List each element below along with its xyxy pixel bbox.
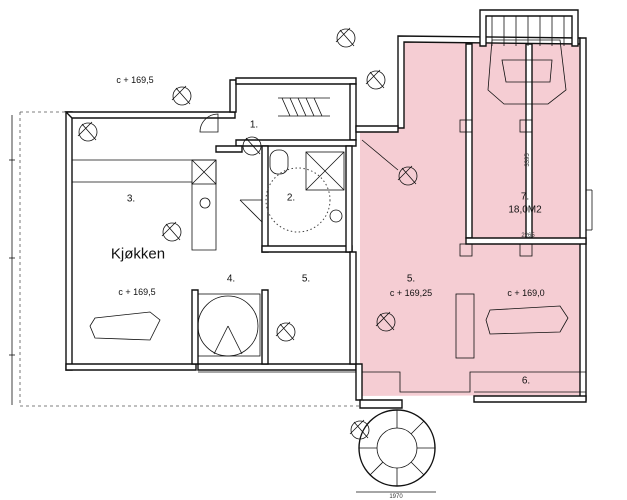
door-swing [239, 199, 263, 223]
dimension-bottom: 1970 [389, 494, 403, 500]
balcony-railing [479, 9, 579, 47]
shower-area [305, 151, 345, 191]
room-number-5-left: 5. [301, 273, 311, 285]
level-label-kitchen: c + 169,5 [118, 287, 156, 297]
room-number-1: 1. [249, 119, 259, 131]
dining-table [89, 311, 161, 341]
dimension-horizontal: 2265 [521, 233, 535, 239]
level-label-right: c + 169,0 [507, 288, 545, 298]
door-arc [199, 113, 219, 133]
window-marks [586, 189, 593, 231]
room-number-7: 7. [520, 191, 530, 203]
room-number-5-pink: 5. [406, 273, 416, 285]
room-7-area: 18,0M2 [508, 204, 542, 216]
kitchen-counter [71, 159, 217, 251]
toilet-icon [269, 149, 289, 175]
room-number-2: 2. [286, 192, 296, 204]
sink-icon [199, 197, 211, 209]
room-number-4: 4. [226, 273, 236, 285]
turning-circle [265, 167, 331, 233]
level-label-top: c + 169,5 [116, 75, 154, 85]
outer-walls [65, 111, 73, 371]
desk-right [485, 305, 569, 335]
wheelchair-icon [77, 27, 418, 440]
washbasin-icon [329, 209, 343, 223]
wheelchair-car-icon [487, 39, 567, 105]
room-number-6: 6. [521, 375, 531, 387]
room-number-3: 3. [126, 193, 136, 205]
room-name-kitchen: Kjøkken [110, 245, 166, 263]
dimension-vertical: 3395 [525, 153, 531, 167]
level-label-room-5: c + 169,25 [389, 288, 433, 298]
cabinet-icon [455, 293, 475, 359]
wardrobe [278, 97, 330, 117]
